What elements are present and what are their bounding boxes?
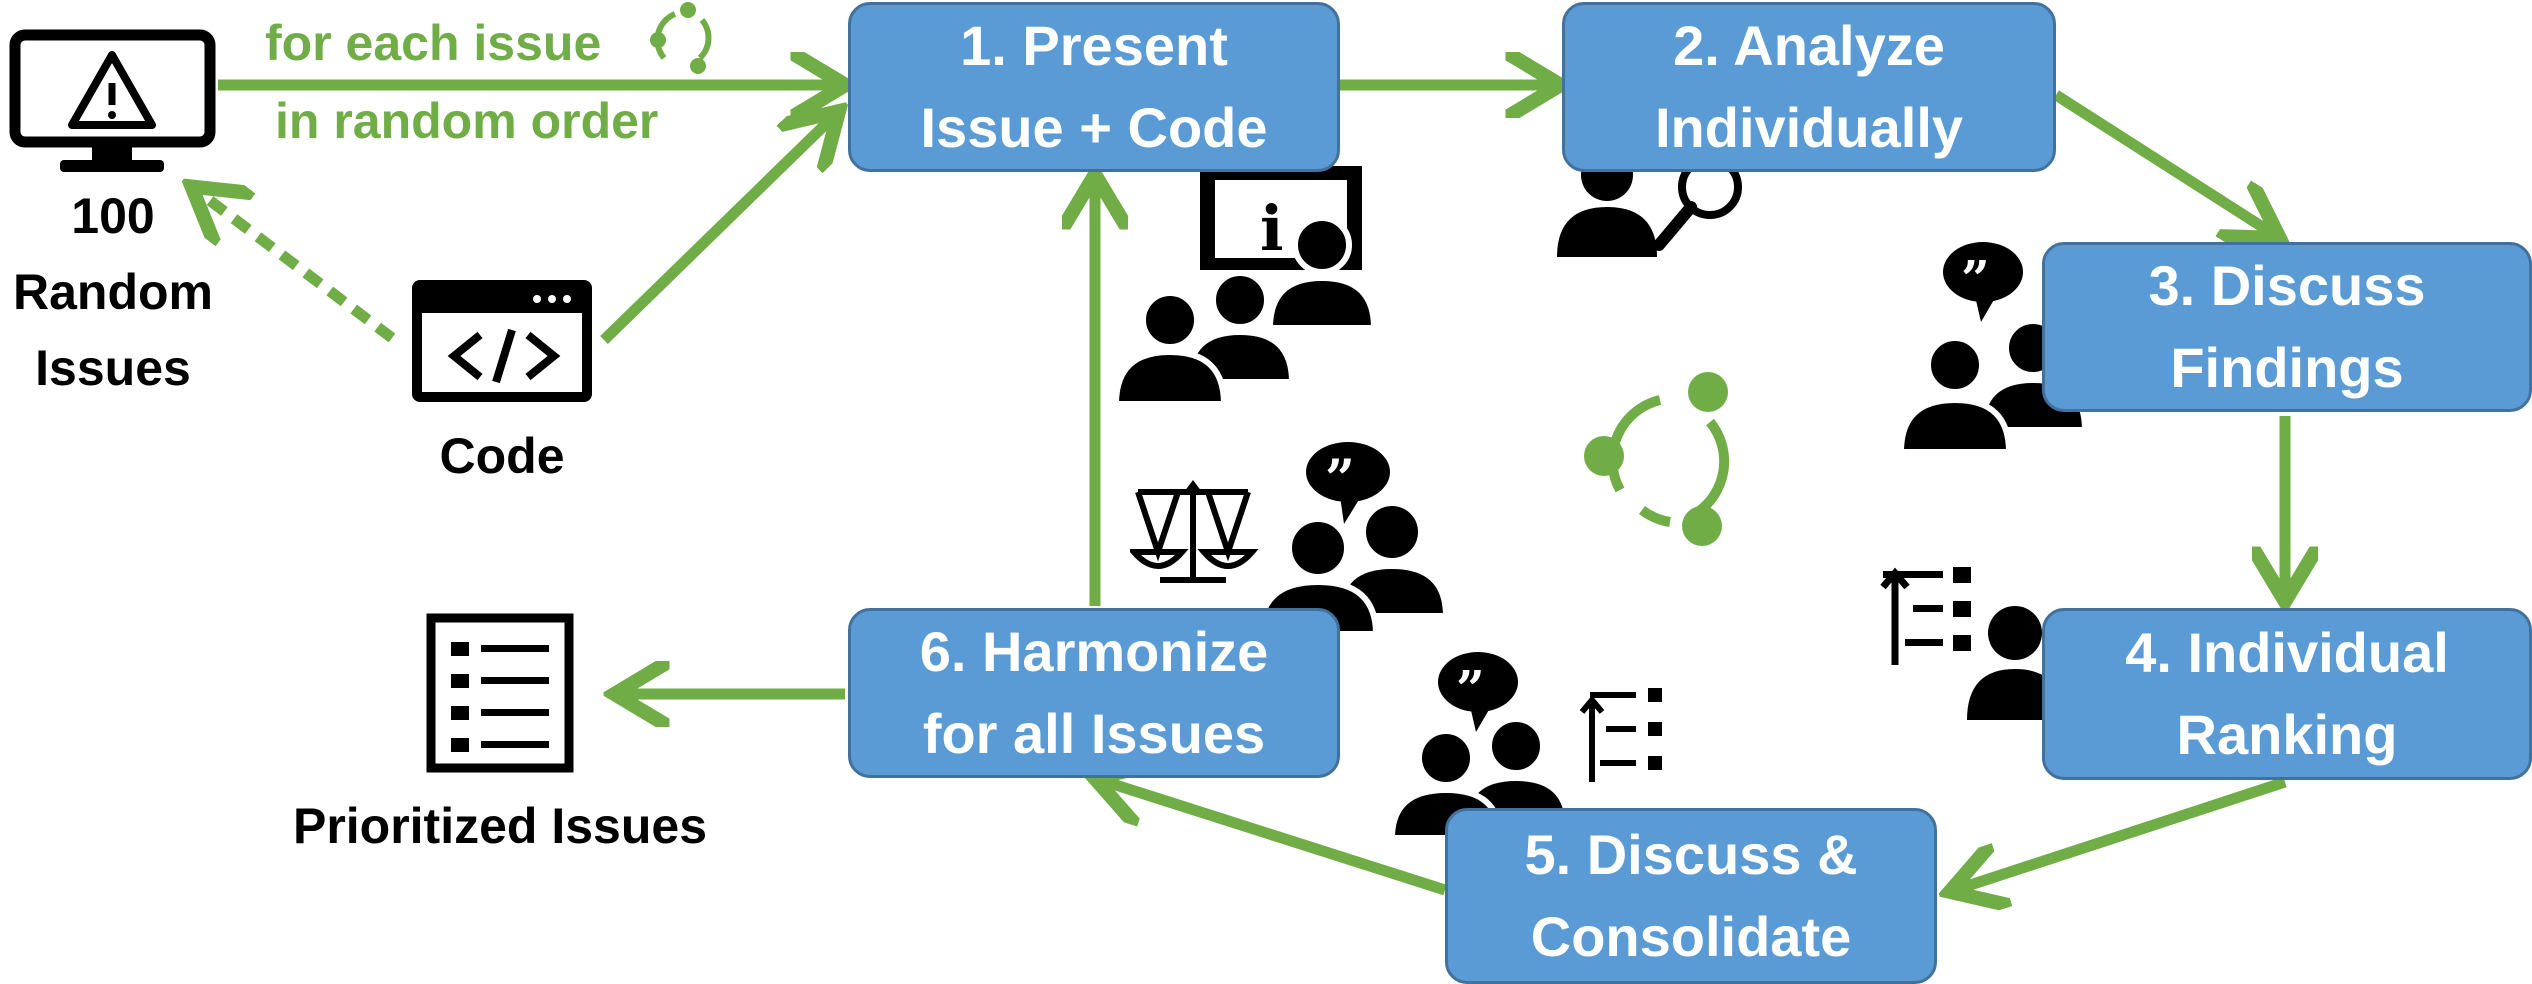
arrow-code-to-issues-dotted [196,190,396,343]
step-3-box: 3. Discuss Findings [2042,242,2532,412]
step-4-line1: 4. Individual [2125,621,2449,684]
svg-text:i: i [1260,192,1284,265]
svg-text:”: ” [1325,449,1355,510]
step-3-line1: 3. Discuss [2148,254,2426,317]
person-ranking-icon [1880,567,2063,720]
monitor-warning-icon [9,29,216,172]
output-label: Prioritized Issues [292,798,708,854]
cycle-small-icon [650,2,712,74]
step-1-line2: Issue + Code [920,96,1268,159]
step-5-box: 5. Discuss & Consolidate [1445,808,1937,984]
step-1-line1: 1. Present [960,14,1228,77]
svg-text:”: ” [1961,249,1990,308]
step-5-line1: 5. Discuss & [1524,823,1858,886]
loop-label-line2: in random order [275,93,659,149]
issues-label: 100 Random Issues [0,178,226,406]
step-1-box: 1. Present Issue + Code [848,2,1340,172]
arrow-4-to-5 [1955,776,2287,890]
step-4-line2: Ranking [2176,703,2398,766]
step-4-box: 4. Individual Ranking [2042,608,2532,780]
issues-label-line3: Issues [35,340,191,396]
step-5-line2: Consolidate [1530,905,1852,968]
loop-label-line1: for each issue [265,15,602,71]
step-2-line1: 2. Analyze [1673,14,1945,77]
step-2-box: 2. Analyze Individually [1562,2,2056,172]
cycle-icon [1584,372,1730,546]
checklist-icon [426,613,574,773]
step-2-line2: Individually [1654,96,1964,159]
issues-label-line1: 100 [71,188,155,244]
code-window-icon [412,280,592,402]
arrow-2-to-3 [2053,90,2275,235]
presenter-group-icon: i [1112,166,1378,407]
step-6-line1: 6. Harmonize [919,620,1269,683]
arrow-5-to-6 [1100,780,1447,896]
step-3-line2: Findings [2170,336,2404,399]
arrow-code-to-present [600,115,835,344]
svg-text:”: ” [1456,659,1485,718]
step-6-line2: for all Issues [922,702,1266,765]
issues-label-line2: Random [13,264,213,320]
step-6-box: 6. Harmonize for all Issues [848,608,1340,778]
code-label: Code [439,428,565,484]
